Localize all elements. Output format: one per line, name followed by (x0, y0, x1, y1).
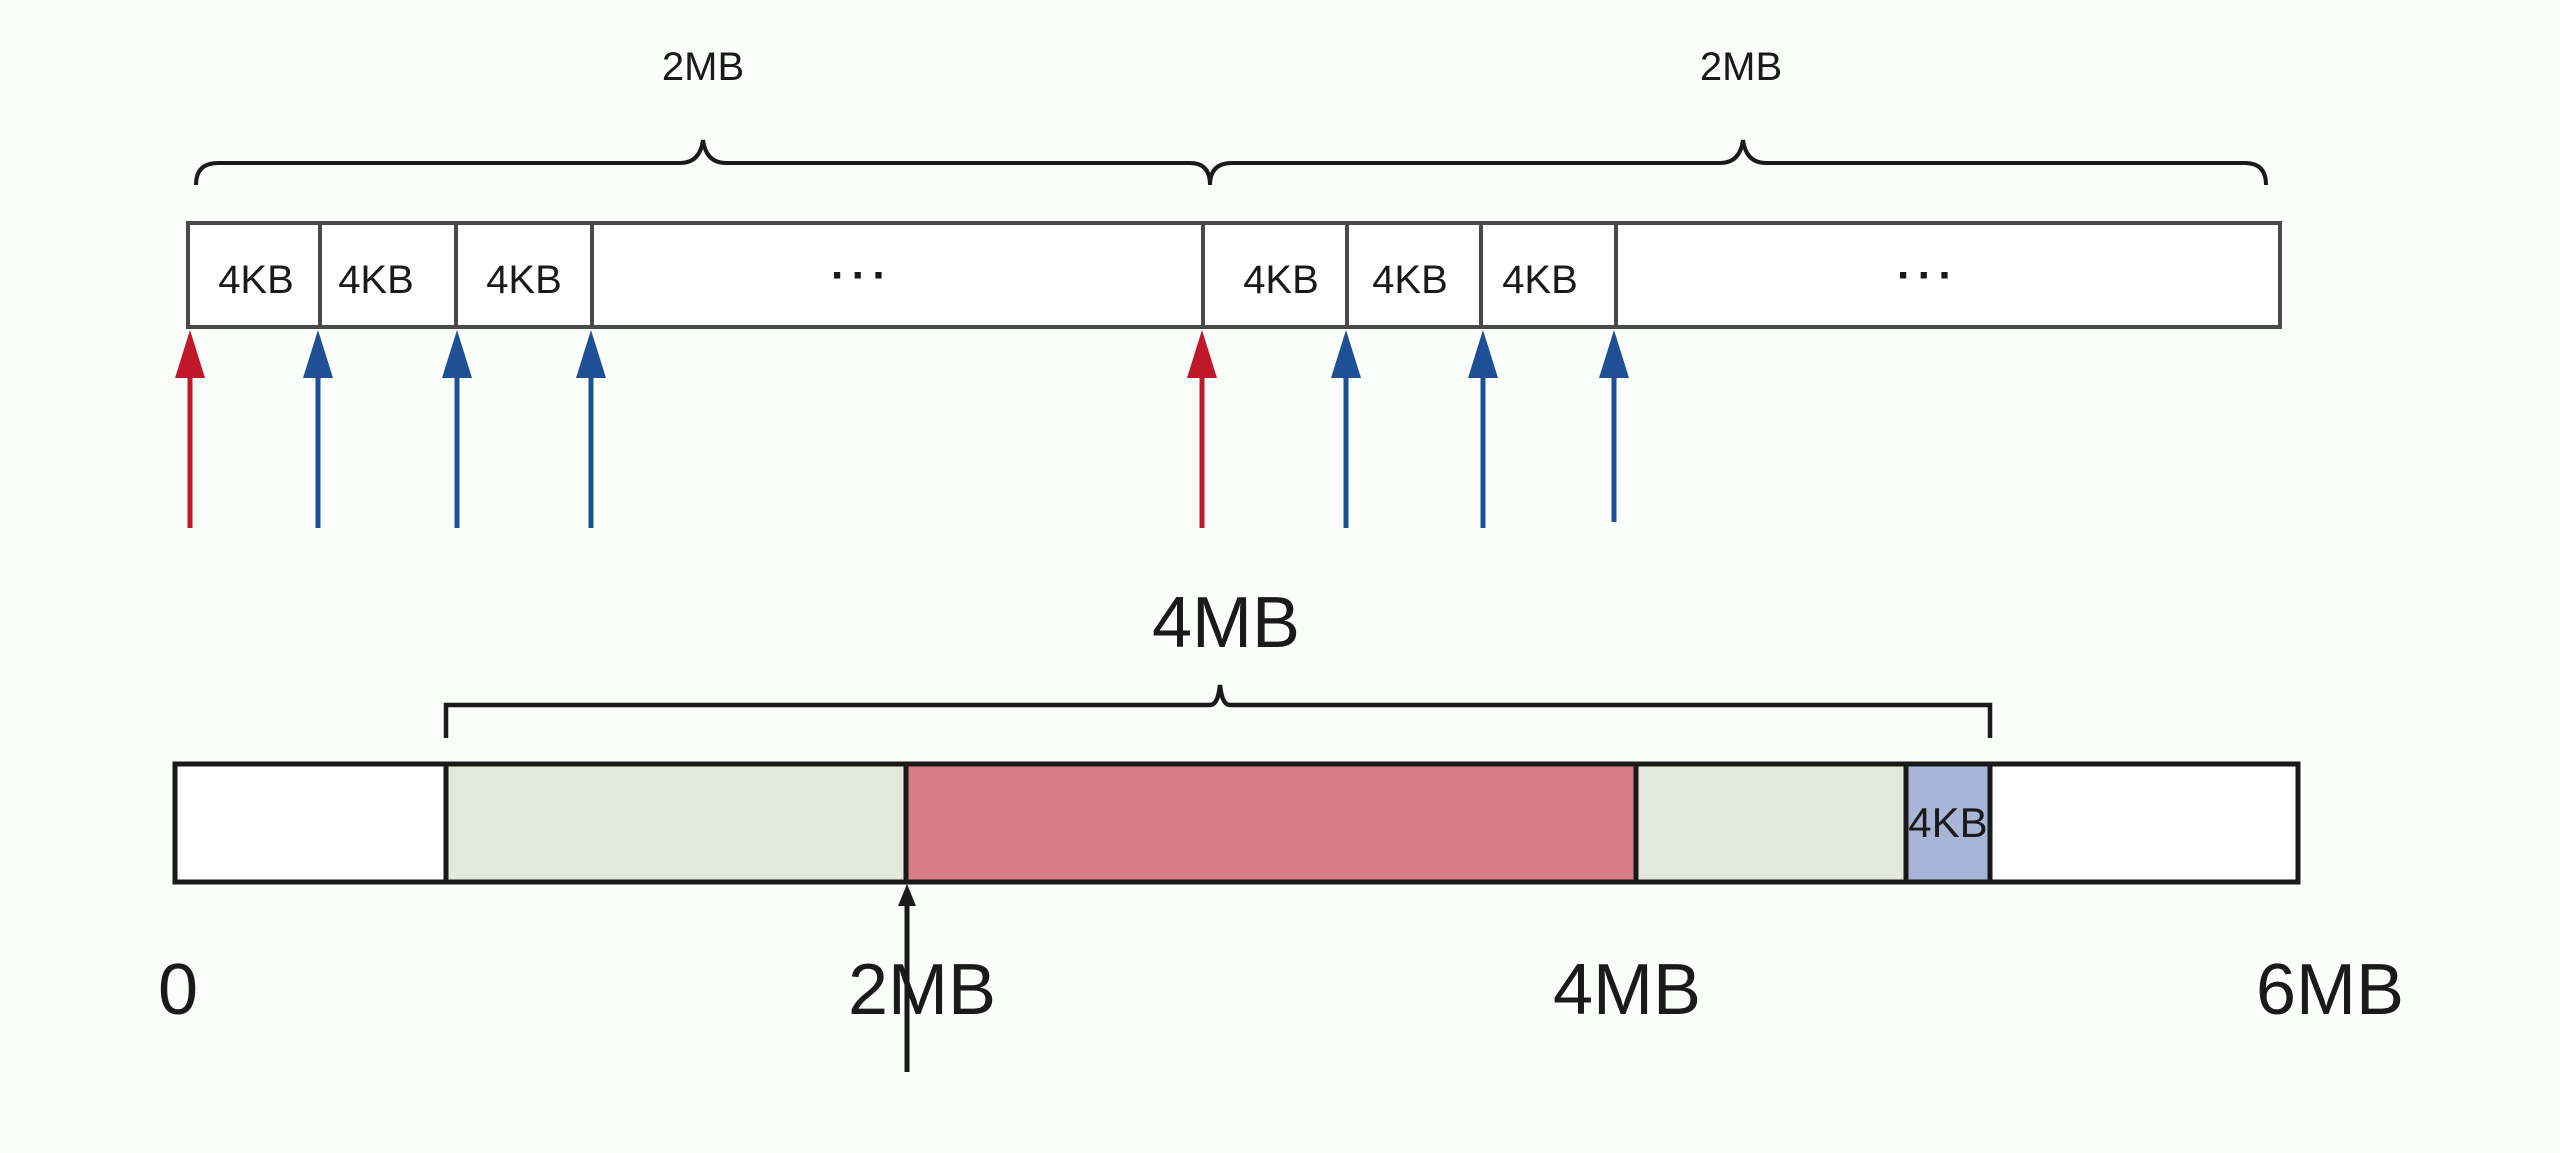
page-arrow (1331, 330, 1361, 528)
brace-label-right: 2MB (1700, 45, 1782, 89)
axis-label-2mb: 2MB (848, 950, 996, 1030)
page-arrow (576, 330, 606, 528)
small-page-label: 4KB (1908, 799, 1987, 846)
ellipsis-left: ··· (831, 251, 893, 300)
page-arrow (303, 330, 333, 528)
brace-right-2mb (1208, 139, 2268, 186)
brace-label-left: 2MB (662, 45, 744, 89)
axis-label-4mb: 4MB (1553, 950, 1701, 1030)
brace-label-4mb: 4MB (1152, 583, 1300, 663)
small-page-region (1903, 761, 1993, 885)
cell-label: 4KB (1372, 258, 1448, 302)
brace-left-2mb (194, 139, 1212, 186)
boundary-arrow (1187, 330, 1217, 528)
ellipsis-right: ··· (1897, 251, 1959, 300)
boundary-arrow (175, 330, 205, 528)
page-arrow (442, 330, 472, 528)
cell-label: 4KB (218, 258, 294, 302)
cell-label: 4KB (1502, 258, 1578, 302)
page-strip (186, 221, 2282, 329)
brace-4mb (443, 684, 1993, 738)
cell-label: 4KB (338, 258, 414, 302)
shaded-region (443, 761, 909, 885)
axis-label-6mb: 6MB (2256, 950, 2404, 1030)
cell-label: 4KB (486, 258, 562, 302)
axis-label-0: 0 (158, 950, 198, 1030)
page-arrow (1599, 330, 1629, 522)
highlighted-region (903, 761, 1639, 885)
cell-label: 4KB (1243, 258, 1319, 302)
pointer-arrow (898, 884, 916, 1072)
shaded-region (1633, 761, 1909, 885)
page-arrow (1468, 330, 1498, 528)
